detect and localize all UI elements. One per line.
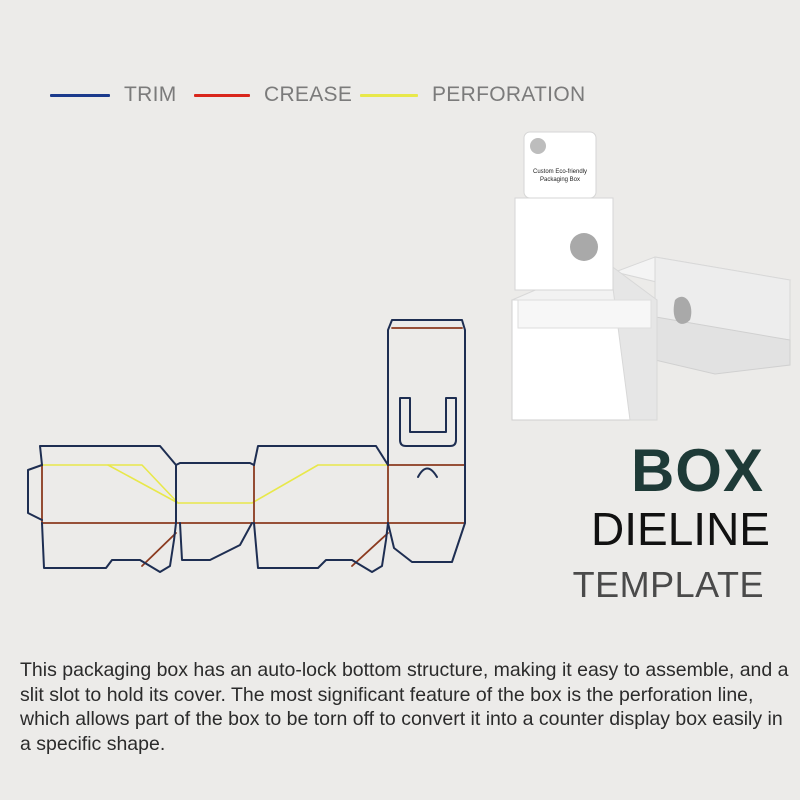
title-box: BOX: [630, 437, 764, 504]
perforation-line: [41, 464, 389, 504]
display-box-image: Custom Eco-friendly Packaging Box: [511, 131, 658, 421]
trim-line-panel-4: [387, 319, 466, 563]
legend-label-crease: CREASE: [264, 83, 353, 106]
trim-line-lid-slot: [399, 397, 457, 447]
crease-line-swatch: [194, 93, 250, 97]
title-dieline: DIELINE: [591, 503, 770, 555]
legend-item-trim: TRIM: [50, 80, 177, 110]
title-template: TEMPLATE: [572, 564, 764, 605]
legend-label-perforation: PERFORATION: [432, 83, 586, 106]
perforation-line-swatch: [360, 93, 418, 97]
description-text: This packaging box has an auto-lock bott…: [20, 659, 789, 755]
closed-box-image: [613, 256, 792, 375]
trim-line-lock-arc: [417, 467, 438, 478]
trim-line-swatch: [50, 93, 110, 97]
mockup-header-text-1: Custom Eco-friendly: [533, 169, 587, 175]
line-legend: TRIM CREASE PERFORATION: [50, 80, 610, 110]
mockup-header-text-2: Packaging Box: [540, 177, 580, 183]
perforation-lines: [41, 464, 389, 504]
legend-item-crease: CREASE: [194, 80, 352, 110]
trim-line-panel-1: [39, 445, 177, 573]
legend-item-perforation: PERFORATION: [360, 80, 585, 110]
box-mockup-illustration: Custom Eco-friendly Packaging Box: [511, 131, 792, 421]
trim-lines: [27, 319, 466, 573]
trim-line-glue-flap: [27, 464, 43, 521]
display-cutout-icon: [570, 233, 598, 261]
trim-line-panel-3: [253, 445, 389, 573]
cutout-shape-icon: [673, 296, 692, 324]
crease-line-diagonal: [351, 532, 389, 567]
perforation-line: [107, 464, 179, 504]
hang-hole-icon: [530, 138, 546, 154]
trim-line-panel-2: [175, 462, 255, 561]
legend-label-trim: TRIM: [124, 83, 177, 106]
crease-line-diagonal: [141, 532, 177, 567]
